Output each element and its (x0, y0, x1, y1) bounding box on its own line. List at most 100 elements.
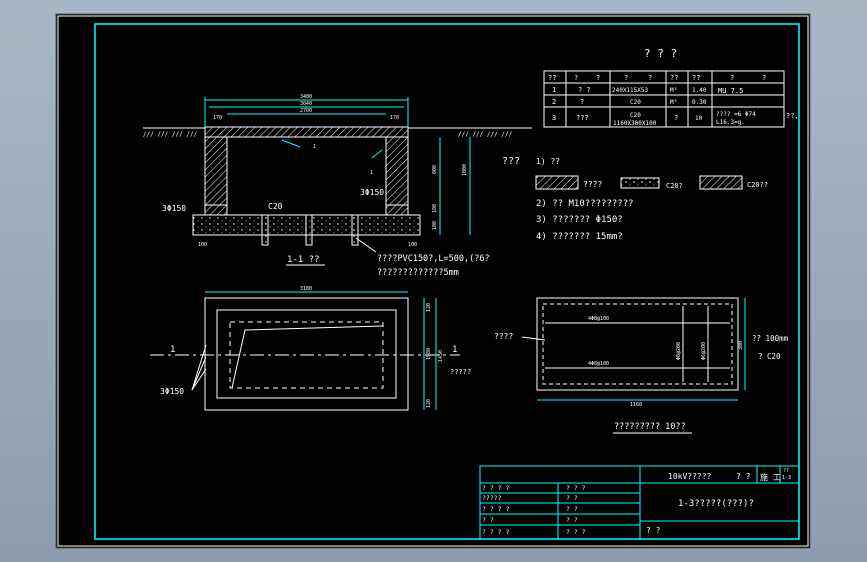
dim-170-left: 170 (213, 115, 222, 121)
table-header-note-a: ? (730, 74, 734, 82)
cover-slab-detail: 4Φ8@100 4Φ8@100 Φ8@200 Φ6@200 ???? 1160 … (494, 297, 789, 434)
table-header-spec-b: ? (648, 74, 652, 82)
table-header-name-b: ? (596, 74, 600, 82)
legend-item-concrete: C20? (666, 182, 683, 190)
plan-dim-right-b: 1980 (426, 348, 432, 360)
plan-view: 3180 1 1 3Φ150 ????? 120 1980 120 1450 (150, 286, 471, 411)
leader-1b (371, 149, 383, 159)
plan-slope-line (231, 325, 384, 389)
pipe-note-leader (355, 237, 377, 253)
tb-row-2-value: ? ? (566, 494, 578, 502)
pipe-label-right: 3Φ150 (360, 188, 384, 197)
slab-outline (536, 297, 739, 391)
pipe-note-1: ????PVC150?,L=500,(?6? (377, 254, 490, 264)
legend-index: 1) ?? (536, 157, 560, 166)
table-cell-1-note: MU 7.5 (718, 87, 743, 95)
table-side-note: ??, (786, 112, 799, 120)
plan-pipe-leader-2 (191, 356, 207, 391)
table-cell-2-name: ? (580, 98, 584, 106)
dim-100-a: 100 (432, 204, 438, 213)
table-header-name-a: ? (574, 74, 578, 82)
table-header-spec-a: ? (624, 74, 628, 82)
tb-bottom-label: ? ? (646, 526, 661, 535)
table-cell-2-unit: M³ (670, 99, 677, 106)
table-outline (543, 70, 785, 128)
legend-item-reinforced: C20?? (747, 181, 768, 189)
note-3: 3) ??????? Φ150? (536, 215, 623, 225)
table-cell-1-name: ? ? (578, 86, 591, 94)
dim-1000: 1000 (462, 164, 468, 176)
ground-hatch-left: /// /// /// /// (143, 131, 198, 138)
legend-item-brick: ???? (583, 180, 602, 189)
table-title: ? ? ? (644, 47, 677, 60)
plan-dim-right-a: 120 (426, 303, 432, 312)
table-cell-3-no: 3 (552, 114, 556, 122)
dim-100-b: 100 (432, 221, 438, 230)
tb-drawing-title: 1-3?????(???)? (678, 499, 754, 509)
mark-1a: 1 (313, 144, 316, 150)
tb-sheet-line2: 1-3 (782, 475, 791, 481)
table-cell-2-no: 2 (552, 98, 556, 106)
tb-row-5-label: ? ? ? ? (482, 528, 509, 536)
materials-table: ? ? ? ?? ? ? ? ? ?? ?? ? ? 1 ? ? 240X115… (543, 47, 799, 128)
table-cell-3-unit: ? (674, 114, 678, 122)
plan-dim-right-total: 1450 (438, 350, 444, 362)
plan-inner-wall (216, 309, 397, 399)
plan-dim-right-c: 120 (426, 399, 432, 408)
wall-right (385, 136, 409, 206)
slab-rebar-bottom-label: 4Φ8@100 (588, 361, 609, 367)
slab-title: ????????? 10?? (614, 422, 686, 432)
pipe-label-left: 3Φ150 (162, 204, 186, 213)
dim-2700: 2700 (300, 108, 312, 114)
base-dim-right: 100 (408, 242, 417, 248)
tb-row-5-value: ? ? ? (566, 528, 586, 536)
dim-3040: 3040 (300, 101, 312, 107)
slab-dim-right: 300 (738, 341, 744, 350)
slab-rebar-top-label: 4Φ8@100 (588, 316, 609, 322)
slab-callout: ???? (494, 332, 513, 341)
section-title: 1-1 ?? (287, 255, 320, 265)
table-cell-1-unit: M³ (670, 87, 677, 94)
legend-swatch-brick (535, 175, 579, 190)
slab-inner-dashed (542, 303, 733, 385)
cover-slab (204, 126, 409, 138)
drawing-border-outer (57, 15, 809, 547)
slab-note-1: ?? 100mm (752, 334, 789, 343)
table-header-note-b: ? (762, 74, 766, 82)
tb-sheet: ?? 1-3 (782, 468, 792, 481)
plan-section-mark-left: 1 (170, 345, 175, 355)
table-header-no: ?? (548, 74, 556, 82)
tb-row-3-label: ? ? ? ? (482, 505, 509, 513)
note-2: 2) ?? M10????????? (536, 199, 634, 209)
model-space-canvas[interactable] (55, 13, 811, 549)
table-cell-3-name: ??? (576, 114, 589, 122)
plan-pipe-leader-1 (191, 344, 207, 391)
dim-800: 800 (432, 165, 438, 174)
plan-outer-wall (204, 297, 409, 411)
tb-stage: 施 工 (760, 472, 781, 482)
table-cell-3-spec-line2: 1160X300X100 (613, 120, 657, 127)
table-cell-3-note-line1: ???? ≈6 Φ74 (716, 111, 756, 118)
legend-swatch-concrete (620, 177, 660, 189)
table-header-unit: ?? (670, 74, 678, 82)
pipe-note-2: ?????????????5mm (377, 268, 459, 278)
table-cell-3-spec-line1: C20 (630, 112, 641, 119)
slab-rebar-v1-label: Φ8@200 (676, 342, 682, 360)
tb-row-1-value: ? ? ? (566, 484, 586, 492)
mark-1b: 1 (370, 170, 373, 176)
base-dim-left: 100 (198, 242, 207, 248)
tb-row-1-label: ? ? ? ? (482, 484, 509, 492)
wall-left (204, 136, 228, 206)
drain-pipe-1 (261, 214, 269, 246)
table-cell-3-spec: C20 1160X300X100 (613, 112, 657, 127)
tb-project: 10kV????? (668, 472, 712, 481)
slab-dim-bottom: 1160 (630, 402, 642, 408)
table-cell-3-note-line2: L16.3≈g. (716, 119, 745, 126)
legend-swatch-reinforced (699, 175, 743, 190)
table-cell-3-qty: 10 (695, 115, 703, 122)
plan-pipe-leader-3 (191, 368, 207, 391)
dim-3480: 3480 (300, 94, 312, 100)
plan-dim-top-label: 3180 (300, 286, 312, 292)
plan-pipe-label: 3Φ150 (160, 387, 184, 396)
